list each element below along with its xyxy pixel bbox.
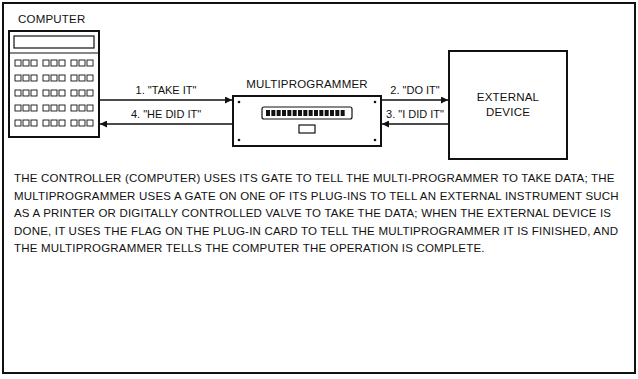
mounting-screw (238, 101, 241, 104)
key-square (87, 105, 93, 111)
key-square (59, 90, 65, 96)
computer-cabinet (8, 30, 100, 138)
key-square (15, 90, 21, 96)
card-slot (293, 110, 297, 116)
key-square (71, 75, 77, 81)
key-square (59, 105, 65, 111)
key-square (31, 120, 37, 126)
key-square (23, 105, 29, 111)
card-slot (325, 110, 329, 116)
key-square (51, 120, 57, 126)
key-square (43, 90, 49, 96)
key-square (23, 90, 29, 96)
card-slot (282, 110, 286, 116)
card-slot (330, 110, 334, 116)
key-square (15, 60, 21, 66)
key-square (71, 90, 77, 96)
signal-label: 4. "HE DID IT" (129, 108, 203, 121)
power-switch (299, 125, 315, 133)
signal-label: 1. "TAKE IT" (134, 84, 199, 97)
card-slot (341, 110, 345, 116)
key-square (51, 60, 57, 66)
key-square (71, 105, 77, 111)
signal-label: 2. "DO IT" (388, 84, 441, 97)
card-slot (303, 110, 307, 116)
key-square (43, 75, 49, 81)
key-square (23, 60, 29, 66)
card-slot (309, 110, 313, 116)
signal-arrow (382, 99, 448, 101)
card-slot (314, 110, 318, 116)
key-square (87, 60, 93, 66)
key-square (59, 120, 65, 126)
key-square (15, 120, 21, 126)
caption-text: THE CONTROLLER (COMPUTER) USES ITS GATE … (14, 170, 626, 258)
mounting-screw (374, 139, 377, 142)
keyboard-symbol (10, 32, 98, 136)
key-square (23, 120, 29, 126)
key-square (87, 75, 93, 81)
multiprogrammer-unit: MULTIPROGRAMMER (232, 77, 382, 147)
key-square (31, 60, 37, 66)
key-square (43, 105, 49, 111)
key-square (15, 105, 21, 111)
key-square (71, 120, 77, 126)
card-slot (335, 110, 339, 116)
key-square (43, 120, 49, 126)
key-square (31, 90, 37, 96)
mounting-screw (374, 101, 377, 104)
device-box: EXTERNAL DEVICE (448, 50, 568, 160)
key-square (79, 120, 85, 126)
mounting-screw (238, 139, 241, 142)
key-square (59, 75, 65, 81)
display-panel (14, 36, 94, 48)
card-slot (277, 110, 281, 116)
multiprogrammer-chassis (232, 95, 382, 147)
key-square (79, 60, 85, 66)
key-square (23, 75, 29, 81)
key-square (87, 120, 93, 126)
key-square (31, 75, 37, 81)
key-square (79, 105, 85, 111)
frame-outline (3, 3, 635, 373)
key-square (79, 75, 85, 81)
key-square (59, 60, 65, 66)
key-square (51, 90, 57, 96)
card-cage-symbol (234, 97, 380, 145)
card-slot (319, 110, 323, 116)
signal-arrow (100, 99, 232, 101)
signal-arrow (100, 123, 232, 125)
card-slot (271, 110, 275, 116)
box-label: EXTERNAL DEVICE (460, 90, 556, 120)
computer-unit: COMPUTER (8, 12, 100, 138)
key-square (51, 105, 57, 111)
card-slot (298, 110, 302, 116)
key-square (87, 90, 93, 96)
unit-heading: MULTIPROGRAMMER (232, 77, 382, 92)
key-square (43, 60, 49, 66)
key-square (15, 75, 21, 81)
key-square (79, 90, 85, 96)
signal-arrow (382, 123, 448, 125)
key-square (51, 75, 57, 81)
card-slot (287, 110, 291, 116)
unit-heading: COMPUTER (8, 12, 100, 27)
signal-label: 3. "I DID IT" (384, 108, 446, 121)
key-square (71, 60, 77, 66)
key-square (31, 105, 37, 111)
card-slot (266, 110, 270, 116)
